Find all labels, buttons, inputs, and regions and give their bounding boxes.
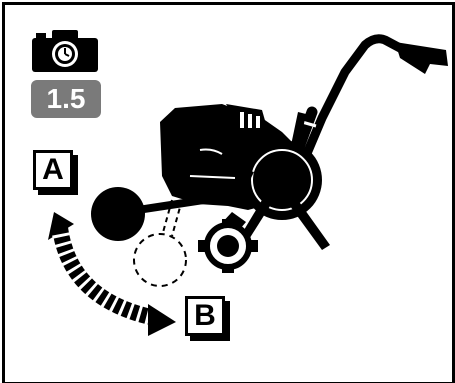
handlebar <box>292 34 448 175</box>
move-arrow <box>48 212 176 336</box>
camera-icon <box>32 30 98 72</box>
position-b-label: B <box>185 296 225 336</box>
wheel-ghost-position <box>133 199 187 287</box>
reference-badge: 1.5 <box>31 80 101 118</box>
wheel-position-a <box>91 187 234 241</box>
wheel-position-b <box>198 212 258 273</box>
engine-body <box>160 104 322 220</box>
position-a-label: A <box>33 150 73 190</box>
